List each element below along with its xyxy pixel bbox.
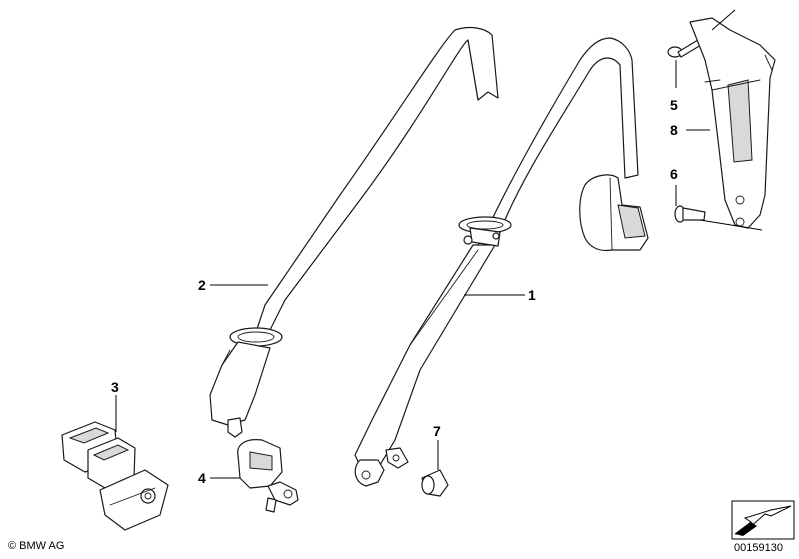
- bolt-part-7: [421, 469, 449, 497]
- callout-3: 3: [111, 379, 119, 395]
- callout-5: 5: [670, 97, 678, 113]
- belt-strap-part-2: [209, 26, 499, 438]
- leader-line-8-top: [711, 9, 736, 31]
- bracket-part-8: [689, 17, 776, 229]
- leader-lines: [115, 9, 763, 479]
- document-number: 00159130: [734, 542, 783, 554]
- orientation-arrow-icon: [731, 500, 795, 540]
- leader-line-8-bottom: [699, 219, 763, 231]
- callout-6: 6: [670, 166, 678, 182]
- callout-4: 4: [198, 470, 206, 486]
- buckle-assembly-part-3: [61, 421, 169, 531]
- callout-1: 1: [528, 287, 536, 303]
- buckle-tongue-part-4: [237, 439, 299, 513]
- callout-7: 7: [433, 423, 441, 439]
- screw-part-5: [667, 39, 702, 58]
- belt-strap-part-1: [354, 37, 649, 487]
- callout-2: 2: [198, 277, 206, 293]
- callout-8: 8: [670, 122, 678, 138]
- copyright-text: © BMW AG: [8, 540, 65, 552]
- screw-part-6: [674, 205, 706, 223]
